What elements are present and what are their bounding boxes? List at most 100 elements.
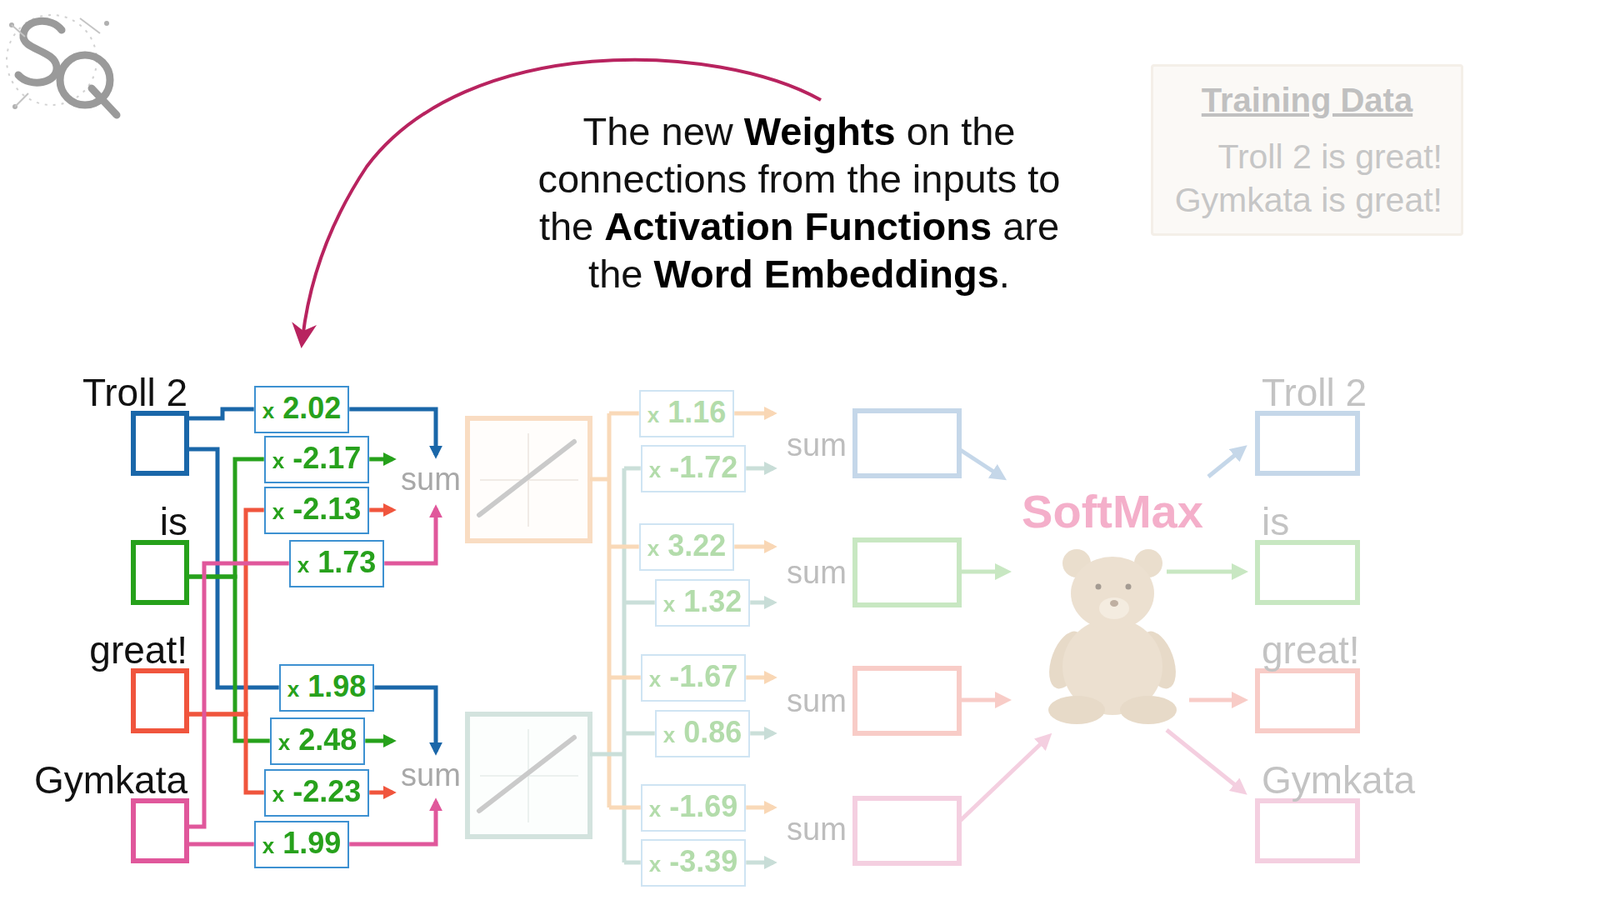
word-label: great! xyxy=(1261,628,1360,672)
weight-box: x -2.17 xyxy=(264,435,370,484)
weight-value: x -1.69 xyxy=(649,788,739,828)
sum-label: sum xyxy=(786,811,847,849)
weight-value: x -2.23 xyxy=(272,773,362,813)
bear-nose xyxy=(1110,600,1119,607)
sum-label: sum xyxy=(400,757,461,795)
faded-weight-box: x 3.22 xyxy=(639,523,735,571)
word-label-group: is xyxy=(1261,500,1290,544)
word-label: is xyxy=(1261,500,1290,544)
weight-box: x 2.02 xyxy=(254,385,350,434)
faded-wire xyxy=(624,860,641,865)
logo-dot xyxy=(104,20,110,26)
bear-leg xyxy=(1120,695,1177,725)
faded-weight-box: x -1.67 xyxy=(640,654,747,702)
activation-curve xyxy=(479,441,575,515)
weight-value: x -3.39 xyxy=(649,843,739,883)
sum-box xyxy=(855,798,960,864)
weight-value: x 1.98 xyxy=(287,668,367,708)
faded-wire xyxy=(609,805,641,810)
faded-arrow xyxy=(750,600,774,605)
faded-weight-box: x -3.39 xyxy=(640,839,747,887)
weight-value: x 2.48 xyxy=(278,721,358,761)
bold-term: Word Embeddings xyxy=(654,251,1000,296)
faded-arrow xyxy=(745,675,774,680)
logo-q-tail xyxy=(91,88,117,115)
word-label-group: Gymkata xyxy=(34,758,188,802)
panel-heading: Training Data xyxy=(1171,78,1443,122)
faded-weight-box: x 1.16 xyxy=(639,390,735,438)
output-word-box: Troll 2 xyxy=(1255,410,1360,476)
faded-wire xyxy=(624,600,655,605)
word-label-group: Troll 2 xyxy=(1261,370,1367,415)
faded-weight-box: x 0.86 xyxy=(655,710,751,758)
word-label-group: great! xyxy=(89,628,188,672)
logo-spark xyxy=(11,18,100,107)
weight-value: x 1.73 xyxy=(297,544,377,584)
activation-axes xyxy=(480,433,579,527)
connector-wire xyxy=(189,459,265,577)
activation-function xyxy=(467,418,590,541)
logo-ring xyxy=(6,15,97,105)
faded-arrow xyxy=(1166,730,1244,792)
weight-value: x 2.02 xyxy=(262,390,342,430)
weight-to-sum-wire xyxy=(365,739,393,744)
word-label: Gymkata xyxy=(34,758,188,802)
faded-arrow xyxy=(1208,448,1244,477)
word-label: great! xyxy=(89,628,188,672)
sum-box xyxy=(855,410,960,476)
weight-box: x 1.98 xyxy=(279,664,375,712)
sum-label: sum xyxy=(400,461,461,499)
weight-value: x 1.32 xyxy=(663,583,743,623)
faded-arrow xyxy=(959,449,1003,478)
input-word-box: Troll 2 xyxy=(130,410,190,476)
bear-eye xyxy=(1125,584,1132,590)
weight-value: x 3.22 xyxy=(647,527,727,567)
connector-wire xyxy=(189,409,255,419)
word-label-group: Troll 2 xyxy=(82,370,188,415)
input-word-box: great! xyxy=(130,668,190,734)
word-label: Troll 2 xyxy=(1261,370,1367,415)
faded-wire xyxy=(609,545,640,550)
faded-arrow xyxy=(745,466,774,471)
sum-box xyxy=(855,668,960,734)
connector-wire xyxy=(189,714,265,793)
weight-value: x -1.67 xyxy=(649,658,739,698)
weight-to-sum-wire xyxy=(369,457,393,462)
output-word-box: is xyxy=(1255,540,1360,605)
weight-value: x 1.99 xyxy=(262,825,342,865)
activation-function xyxy=(467,714,590,837)
weight-to-sum-wire xyxy=(369,790,393,795)
faded-wire xyxy=(609,411,640,416)
sum-label: sum xyxy=(786,427,847,465)
activation-axes xyxy=(480,729,579,823)
input-word-box: Gymkata xyxy=(130,798,190,864)
teddy-bear xyxy=(1042,549,1183,725)
faded-arrow xyxy=(734,545,774,550)
output-word-box: great! xyxy=(1255,668,1360,734)
bear-eye xyxy=(1095,584,1102,590)
faded-weight-box: x -1.69 xyxy=(640,784,747,832)
bear-muzzle xyxy=(1099,597,1130,620)
panel-line: Gymkata is great! xyxy=(1171,178,1443,222)
faded-weight-box: x 1.32 xyxy=(655,579,751,627)
input-word-box: is xyxy=(130,540,190,605)
sum-label: sum xyxy=(786,555,847,592)
faded-wire xyxy=(590,468,625,863)
connector-wire xyxy=(189,510,265,715)
activation-box xyxy=(467,418,590,541)
weight-box: x -2.23 xyxy=(264,769,370,817)
weight-value: x 1.16 xyxy=(647,394,727,434)
weight-box: x 2.48 xyxy=(270,717,366,765)
bear-leg xyxy=(1048,695,1105,725)
activation-box xyxy=(467,714,590,837)
bear-head xyxy=(1070,556,1155,630)
softmax-label: SoftMax xyxy=(1021,485,1204,539)
faded-arrow xyxy=(750,731,774,736)
sum-label: sum xyxy=(786,683,847,720)
faded-arrow xyxy=(959,570,1007,575)
faded-weight-box: x -1.72 xyxy=(640,445,747,493)
word-label-group: Gymkata xyxy=(1261,758,1415,802)
faded-arrow xyxy=(734,411,774,416)
bold-term: Weights xyxy=(744,109,896,154)
